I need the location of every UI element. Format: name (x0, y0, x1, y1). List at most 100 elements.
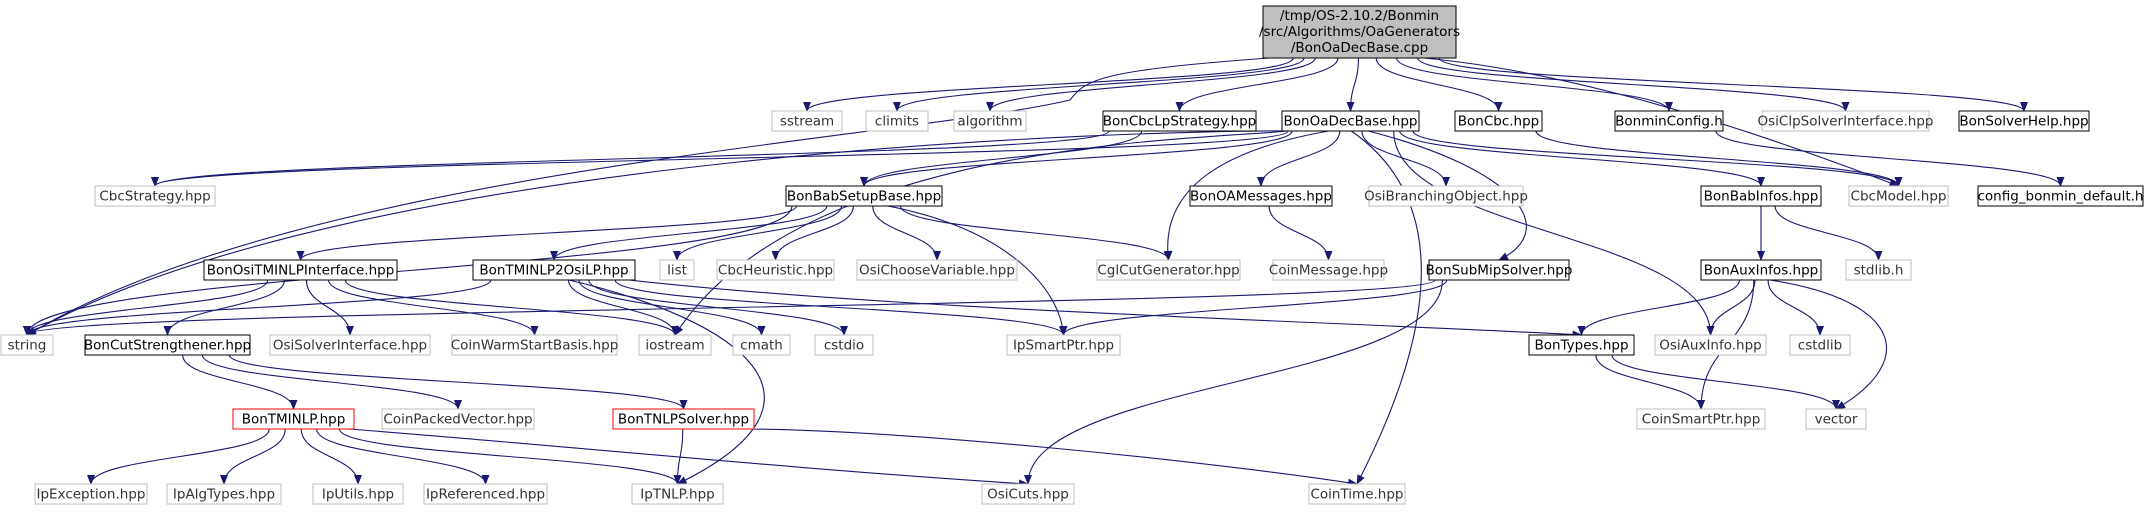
node-box (716, 259, 835, 281)
node-box (631, 483, 724, 505)
node-box (981, 483, 1075, 505)
edge-bonoadecbase_h-to-iostream (674, 130, 1289, 336)
edge-boncutstr-to-coinpacked (201, 354, 462, 410)
node-box (1308, 483, 1406, 505)
edge-bonoadecbase_h-to-cglcut (1163, 130, 1329, 261)
node-box (1761, 110, 1930, 132)
node-label: string (8, 338, 47, 354)
edge-bontypes-to-coinsmartptr (1595, 354, 1705, 410)
edge-bontminlp2osilp-to-cmath (578, 279, 766, 336)
node-label: OsiBranchingObject.hpp (1364, 189, 1528, 205)
node-bonositminlp[interactable]: BonOsiTMINLPInterface.hpp (203, 259, 398, 281)
node-box (638, 334, 712, 356)
node-box (771, 110, 843, 132)
edge-bonositminlp-to-iostream (344, 279, 679, 336)
node-boncbclp[interactable]: BonCbcLpStrategy.hpp (1102, 110, 1257, 132)
node-cbcstrategy: CbcStrategy.hpp (94, 185, 216, 207)
node-bonbabsetup[interactable]: BonBabSetupBase.hpp (785, 185, 943, 207)
edge-root-to-bonminconfig (1396, 57, 1673, 112)
node-osicuts: OsiCuts.hpp (981, 483, 1075, 505)
node-box (814, 334, 874, 356)
node-box (34, 483, 148, 505)
node-label: BonCutStrengthener.hpp (84, 338, 251, 354)
node-box (1272, 259, 1385, 281)
node-label: list (667, 263, 687, 279)
node-bontminlp[interactable]: BonTMINLP.hpp (232, 408, 355, 430)
node-box (269, 334, 431, 356)
edge-bontminlp-to-iptnlp (339, 428, 682, 485)
edge-bontminlp-to-iputils (300, 428, 362, 485)
node-box (1096, 259, 1241, 281)
node-coinwarm: CoinWarmStartBasis.hpp (451, 334, 618, 356)
edge-root-to-climits (893, 57, 1305, 112)
node-bonoamessages[interactable]: BonOAMessages.hpp (1189, 185, 1333, 207)
node-cointime: CoinTime.hpp (1308, 483, 1406, 505)
node-label: OsiCuts.hpp (987, 487, 1069, 503)
node-label: OsiClpSolverInterface.hpp (1757, 114, 1933, 130)
node-bonauxinfos[interactable]: BonAuxInfos.hpp (1700, 259, 1822, 281)
node-label: cmath (740, 338, 783, 354)
edge-root-to-algorithm (986, 57, 1316, 112)
node-layer: /tmp/OS-2.10.2/Bonmin /src/Algorithms/Oa… (0, 5, 2144, 505)
node-box (1281, 110, 1420, 132)
edge-bonauxinfos-to-bontypes (1577, 279, 1741, 336)
edge-bontminlp2osilp-to-bontypes (628, 279, 1583, 339)
node-label: BonSubMipSolver.hpp (1426, 263, 1573, 279)
node-cstdlib: cstdlib (1789, 334, 1851, 356)
node-label: BonTMINLP.hpp (242, 412, 346, 428)
node-ipreferenced: IpReferenced.hpp (423, 483, 548, 505)
node-boncutstr[interactable]: BonCutStrengthener.hpp (84, 334, 251, 356)
edge-bonbabinfos-to-stdlib (1774, 205, 1883, 261)
edge-bonminconfig-to-configdefault (1715, 130, 2065, 187)
edge-bonoadecbase_h-to-osiauxinfo (1393, 130, 1715, 336)
node-label: IpAlgTypes.hpp (173, 487, 275, 503)
node-cbcheuristic: CbcHeuristic.hpp (716, 259, 835, 281)
node-label: CoinPackedVector.hpp (383, 412, 532, 428)
node-label: CbcHeuristic.hpp (718, 263, 833, 279)
node-bonbabinfos[interactable]: BonBabInfos.hpp (1700, 185, 1822, 207)
node-root-file[interactable]: /tmp/OS-2.10.2/Bonmin /src/Algorithms/Oa… (1259, 5, 1460, 59)
node-boncbc[interactable]: BonCbc.hpp (1454, 110, 1543, 132)
edge-root-to-sstream (803, 57, 1294, 112)
node-label: cstdio (824, 338, 864, 354)
node-osiauxinfo: OsiAuxInfo.hpp (1654, 334, 1767, 356)
node-label: cstdlib (1798, 338, 1842, 354)
node-bonsubmip[interactable]: BonSubMipSolver.hpp (1426, 259, 1573, 281)
node-bonoadecbase_h[interactable]: BonOaDecBase.hpp (1281, 110, 1420, 132)
edge-bontminlp2osilp-to-iostream (567, 279, 679, 336)
edge-boncbc-to-cbcmodel (1535, 130, 1903, 187)
node-cstdio: cstdio (814, 334, 874, 356)
node-stdlib: stdlib.h (1845, 259, 1912, 281)
edge-bonbabsetup-to-list (673, 205, 843, 261)
node-bontnlpsolver[interactable]: BonTNLPSolver.hpp (612, 408, 755, 430)
root-line-1: /tmp/OS-2.10.2/Bonmin (1280, 8, 1439, 24)
node-box (865, 110, 929, 132)
node-iostream: iostream (638, 334, 712, 356)
node-ipalgtypes: IpAlgTypes.hpp (166, 483, 282, 505)
edge-bonbabsetup-to-cglcut (899, 205, 1173, 261)
edge-boncbclp-to-bonbabsetup (860, 130, 1143, 187)
edge-root-to-bonsolverhelp (1438, 57, 2028, 112)
node-label: BonTNLPSolver.hpp (618, 412, 749, 428)
node-bonminconfig[interactable]: BonminConfig.h (1614, 110, 1724, 132)
node-label: OsiSolverInterface.hpp (273, 338, 427, 354)
node-label: IpReferenced.hpp (426, 487, 545, 503)
node-bonsolverhelp[interactable]: BonSolverHelp.hpp (1958, 110, 2090, 132)
node-configdefault[interactable]: config_bonmin_default.h (1977, 185, 2144, 207)
edge-bonoadecbase_h-to-osibranching (1361, 130, 1450, 187)
node-label: BonAuxInfos.hpp (1704, 263, 1818, 279)
node-bontypes[interactable]: BonTypes.hpp (1528, 334, 1635, 356)
node-box (953, 110, 1027, 132)
root-line-2: /src/Algorithms/OaGenerators (1259, 24, 1460, 40)
node-label: BonOsiTMINLPInterface.hpp (207, 263, 395, 279)
node-box (1700, 185, 1822, 207)
node-box (451, 334, 618, 356)
node-coinsmartptr: CoinSmartPtr.hpp (1636, 408, 1766, 430)
node-bontminlp2osilp[interactable]: BonTMINLP2OsiLP.hpp (472, 259, 636, 281)
root-line-3: /BonOaDecBase.cpp (1291, 40, 1428, 56)
node-label: BonCbc.hpp (1458, 114, 1539, 130)
node-box (1977, 185, 2144, 207)
edge-bontypes-to-vector (1611, 354, 1840, 410)
node-label: BonminConfig.h (1615, 114, 1723, 130)
edge-bonoadecbase_h-to-cbcmodel (1412, 130, 1903, 187)
